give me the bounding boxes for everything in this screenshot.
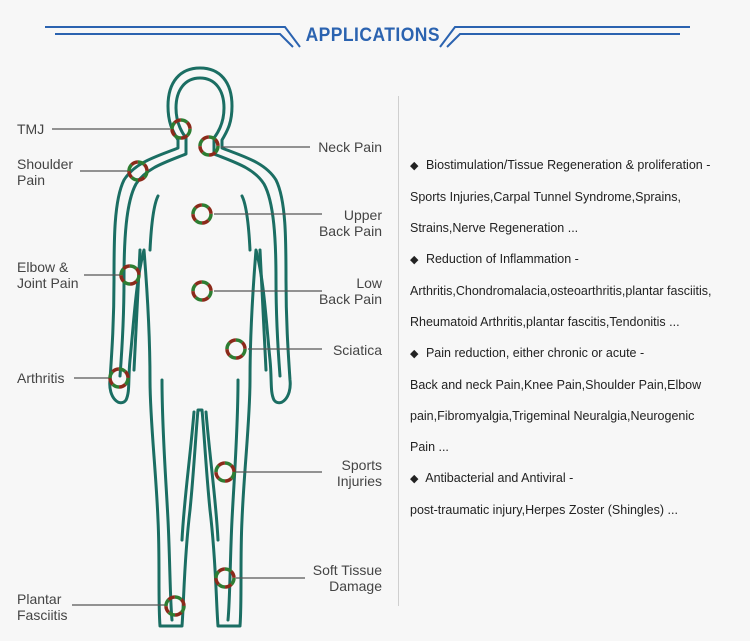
label-tmj: TMJ	[17, 121, 45, 137]
body-diagram	[52, 66, 322, 628]
label-line: Shoulder	[17, 156, 74, 172]
application-detail: Strains,Nerve Regeneration ...	[410, 221, 579, 235]
application-heading: ◆ Antibacterial and Antiviral -	[410, 463, 745, 495]
label-sciatica: Sciatica	[332, 342, 382, 358]
label-line: Sports	[341, 457, 382, 473]
application-detail: post-traumatic injury,Herpes Zoster (Shi…	[410, 503, 678, 517]
diamond-bullet-icon: ◆	[410, 160, 419, 172]
label-line: Joint Pain	[17, 275, 79, 291]
application-detail: Back and neck Pain,Knee Pain,Shoulder Pa…	[410, 378, 702, 392]
label-line: Upper	[343, 207, 382, 223]
label-line: Soft Tissue	[312, 562, 382, 578]
application-heading: ◆ Biostimulation/Tissue Regeneration & p…	[410, 150, 745, 182]
application-detail: Arthritis,Chondromalacia,osteoarthritis,…	[410, 284, 712, 298]
diamond-bullet-icon: ◆	[410, 254, 419, 266]
application-heading-text: Biostimulation/Tissue Regeneration & pro…	[425, 158, 711, 172]
application-detail: Sports Injuries,Carpal Tunnel Syndrome,S…	[410, 190, 681, 204]
label-line: Back Pain	[318, 291, 382, 307]
label-low-back-pain: Low Back Pain	[290, 275, 382, 307]
label-neck-pain: Neck Pain	[318, 139, 382, 155]
label-line: Fasciitis	[17, 607, 68, 623]
applications-list: ◆ Biostimulation/Tissue Regeneration & p…	[410, 150, 745, 526]
divider	[398, 96, 399, 606]
label-soft-tissue-damage: Soft Tissue Damage	[290, 562, 382, 594]
application-detail: Pain ...	[410, 440, 449, 454]
label-line: Pain	[17, 172, 46, 188]
application-heading-text: Pain reduction, either chronic or acute …	[425, 346, 645, 360]
label-line: Plantar	[17, 591, 62, 607]
application-heading: ◆ Reduction of Inflammation -	[410, 244, 745, 276]
page-title: APPLICATIONS	[305, 25, 440, 46]
label-line: Damage	[329, 578, 382, 594]
label-shoulder-pain: Shoulder Pain	[17, 156, 73, 188]
header-decoration	[45, 26, 690, 48]
application-detail: pain,Fibromyalgia,Trigeminal Neuralgia,N…	[410, 409, 695, 423]
diamond-bullet-icon: ◆	[410, 348, 419, 360]
label-line: Back Pain	[318, 223, 382, 239]
application-detail: Rheumatoid Arthritis,plantar fascitis,Te…	[410, 315, 680, 329]
application-heading: ◆ Pain reduction, either chronic or acut…	[410, 338, 745, 370]
application-heading-text: Antibacterial and Antiviral -	[425, 471, 574, 485]
label-elbow-joint-pain: Elbow & Joint Pain	[17, 259, 78, 291]
header: APPLICATIONS	[0, 0, 750, 80]
label-line: Elbow &	[17, 259, 69, 275]
label-sports-injuries: Sports Injuries	[290, 457, 382, 489]
diamond-bullet-icon: ◆	[410, 473, 419, 485]
label-upper-back-pain: Upper Back Pain	[290, 207, 382, 239]
application-heading-text: Reduction of Inflammation -	[425, 252, 579, 266]
label-plantar-fasciitis: Plantar Fasciitis	[17, 591, 68, 623]
label-line: Low	[356, 275, 382, 291]
label-arthritis: Arthritis	[17, 370, 65, 386]
label-line: Injuries	[336, 473, 382, 489]
